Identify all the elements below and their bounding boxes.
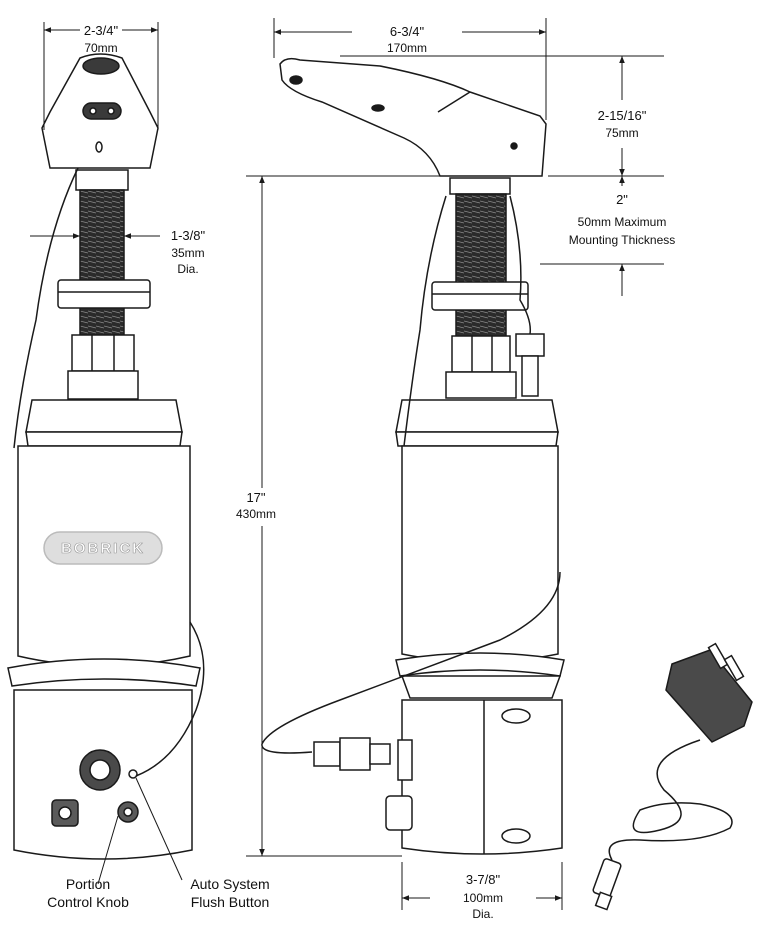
total-height-mm: 430mm bbox=[236, 507, 276, 521]
portion-control-label-2: Control Knob bbox=[47, 894, 129, 910]
front-base-flange bbox=[7, 658, 201, 687]
mount-line2: Mounting Thickness bbox=[569, 233, 676, 247]
side-base-housing bbox=[401, 699, 563, 855]
shank-dia-mm: 35mm bbox=[171, 246, 204, 260]
front-aerator bbox=[82, 57, 120, 75]
spout-length-in: 6-3/4" bbox=[390, 24, 425, 39]
spout-height-mm: 75mm bbox=[605, 126, 638, 140]
dimension-lines bbox=[30, 18, 664, 910]
adapter-body bbox=[665, 649, 753, 743]
front-width-mm: 70mm bbox=[84, 41, 117, 55]
total-height-in: 17" bbox=[246, 490, 265, 505]
side-bottle-cap bbox=[395, 399, 559, 433]
front-sensor-window bbox=[82, 102, 122, 120]
side-cable-connector bbox=[313, 737, 391, 771]
base-dia-mm: 100mm bbox=[463, 891, 503, 905]
front-cable bbox=[13, 167, 79, 449]
front-bottle-cap bbox=[25, 399, 183, 433]
shank-dia-in: 1-3/8" bbox=[171, 228, 206, 243]
adapter-cord bbox=[608, 739, 733, 861]
mount-in: 2" bbox=[616, 192, 628, 207]
front-mounting-nut bbox=[57, 279, 151, 309]
spout-height-in: 2-15/16" bbox=[598, 108, 647, 123]
side-threaded-shank bbox=[455, 193, 507, 341]
front-threaded-shank bbox=[79, 189, 125, 341]
flush-button-label-2: Flush Button bbox=[191, 894, 270, 910]
power-adapter bbox=[665, 642, 753, 743]
flush-button-label-1: Auto System bbox=[190, 876, 269, 892]
side-spout bbox=[279, 57, 547, 177]
spout-length-mm: 170mm bbox=[387, 41, 427, 55]
shank-dia-suffix: Dia. bbox=[177, 262, 198, 276]
brand-label: BOBRICK bbox=[61, 540, 145, 557]
front-brand-badge bbox=[43, 531, 163, 565]
side-mounting-nut bbox=[431, 281, 529, 311]
front-indicator-light bbox=[95, 141, 103, 153]
front-width-in: 2-3/4" bbox=[84, 23, 119, 38]
side-bottle bbox=[401, 445, 559, 663]
adapter-plug bbox=[592, 858, 622, 911]
front-view bbox=[7, 53, 201, 860]
front-hex-nut bbox=[71, 334, 135, 372]
portion-control-label-1: Portion bbox=[66, 876, 110, 892]
base-dia-in: 3-7/8" bbox=[466, 872, 501, 887]
base-dia-suffix: Dia. bbox=[472, 907, 493, 921]
mount-line1: 50mm Maximum bbox=[578, 215, 667, 229]
side-view bbox=[279, 57, 565, 855]
